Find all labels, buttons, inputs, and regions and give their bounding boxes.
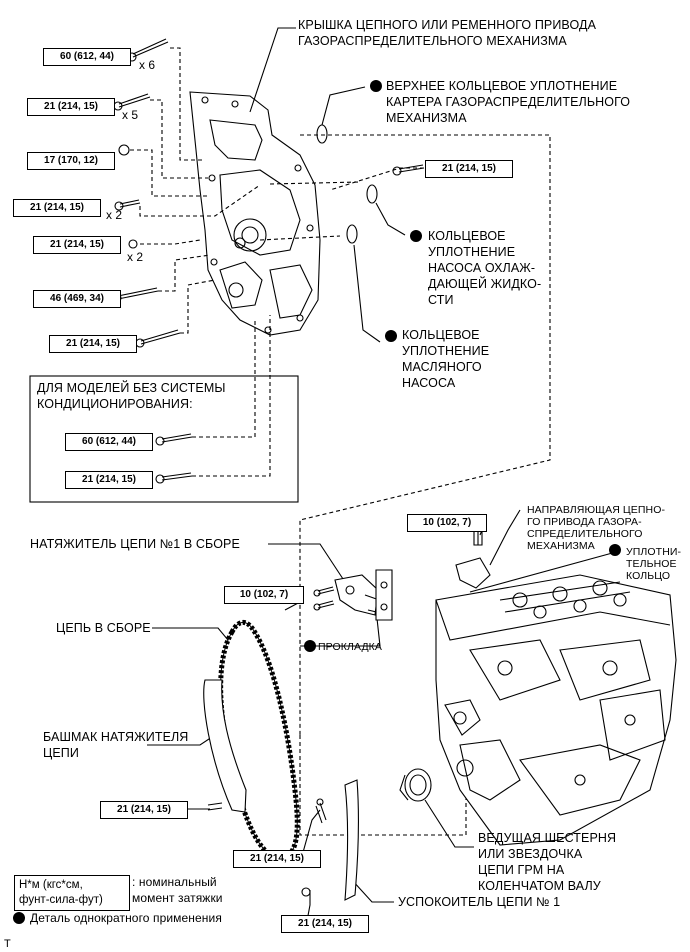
crank-sprocket: [399, 768, 432, 802]
damper-bolt-1: [315, 802, 327, 824]
torque-spec-right-bolt-21: 21 (214, 15): [425, 160, 513, 178]
chain-label: ЦЕПЬ В СБОРЕ: [56, 621, 151, 635]
seal-ring-label: УПЛОТНИ- ТЕЛЬНОЕ КОЛЬЦО: [626, 546, 682, 582]
multiplier-x6: x 6: [139, 58, 156, 72]
damper-label: УСПОКОИТЕЛЬ ЦЕПИ № 1: [398, 895, 561, 909]
footer-mark: T: [4, 938, 11, 950]
torque-spec-slipper-21: 21 (214, 15): [100, 801, 188, 819]
torque-spec-cover-bolt-21c: 21 (214, 15): [49, 335, 137, 353]
timing-chain-cover: [189, 91, 321, 336]
torque-spec-tensioner-10: 10 (102, 7): [224, 586, 304, 604]
slipper-label: БАШМАК НАТЯЖИТЕЛЯ ЦЕПИ: [43, 730, 189, 760]
nonreusable-markers: [13, 80, 621, 924]
legend-units-desc: : номинальный момент затяжки: [132, 875, 223, 905]
cover-label: КРЫШКА ЦЕПНОГО ИЛИ РЕМЕННОГО ПРИВОДА ГАЗ…: [298, 18, 597, 48]
torque-spec-cover-bolt-60: 60 (612, 44): [43, 48, 131, 66]
torque-spec-damper-21b: 21 (214, 15): [281, 915, 369, 933]
torque-spec-damper-21a: 21 (214, 15): [233, 850, 321, 868]
oil-pump-oring: [346, 224, 358, 244]
upper-oring-label: ВЕРХНЕЕ КОЛЬЦЕВОЕ УПЛОТНЕНИЕ КАРТЕРА ГАЗ…: [386, 79, 631, 125]
chain-guide-label: НАПРАВЛЯЮЩАЯ ЦЕПНО- ГО ПРИВОДА ГАЗОРА- С…: [527, 504, 666, 552]
tensioner-assembly: [313, 569, 393, 621]
tensioner-label: НАТЯЖИТЕЛЬ ЦЕПИ №1 В СБОРЕ: [30, 537, 240, 551]
oil-pump-oring-label: КОЛЬЦЕВОЕ УПЛОТНЕНИЕ МАСЛЯНОГО НАСОСА: [402, 328, 490, 390]
upper-oring: [316, 124, 328, 144]
legend-nonreusable: Деталь однократного применения: [30, 911, 222, 925]
timing-chain: [218, 620, 300, 861]
torque-spec-cover-nut-17: 17 (170, 12): [27, 152, 115, 170]
gasket-label: ПРОКЛАДКА: [318, 641, 382, 653]
torque-spec-cover-bolt-21a: 21 (214, 15): [27, 98, 115, 116]
legend-units: Н*м (кгс*см, фунт-сила-фут): [14, 875, 130, 911]
multiplier-x2b: x 2: [127, 250, 144, 264]
multiplier-x5: x 5: [122, 108, 139, 122]
slipper-bolt: [207, 802, 223, 811]
torque-spec-no-ac-21: 21 (214, 15): [65, 471, 153, 489]
torque-spec-cover-bolt-46: 46 (469, 34): [33, 290, 121, 308]
damper-bolt-2: [301, 887, 311, 897]
engine-block: [435, 574, 677, 846]
tensioner-slipper: [203, 679, 247, 813]
torque-spec-cover-bolt-21b: 21 (214, 15): [13, 199, 101, 217]
torque-spec-cover-nut-21: 21 (214, 15): [33, 236, 121, 254]
pump-oring-label: КОЛЬЦЕВОЕ УПЛОТНЕНИЕ НАСОСА ОХЛАЖ- ДАЮЩЕ…: [428, 229, 542, 307]
no-ac-label: ДЛЯ МОДЕЛЕЙ БЕЗ СИСТЕМЫ КОНДИЦИОНИРОВАНИ…: [37, 381, 226, 411]
torque-spec-no-ac-60: 60 (612, 44): [65, 433, 153, 451]
pump-oring: [366, 184, 378, 204]
torque-spec-guide-10: 10 (102, 7): [407, 514, 487, 532]
no-ac-box: [29, 375, 299, 503]
sprocket-label: ВЕДУЩАЯ ШЕСТЕРНЯ ИЛИ ЗВЕЗДОЧКА ЦЕПИ ГРМ …: [478, 831, 617, 893]
multiplier-x2a: x 2: [106, 208, 123, 222]
chain-damper: [344, 779, 360, 901]
